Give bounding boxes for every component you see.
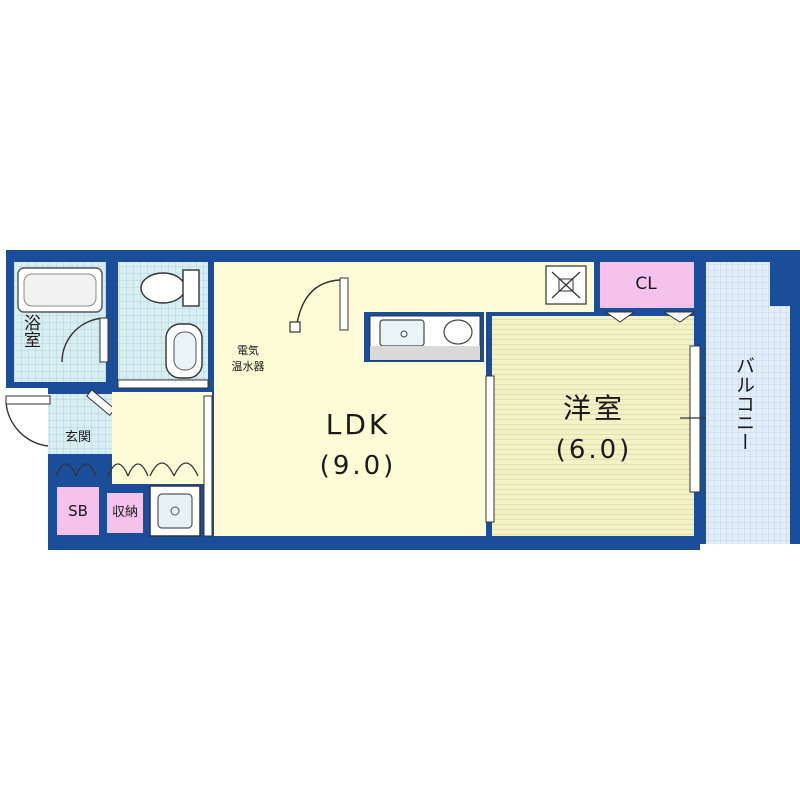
balcony <box>706 262 790 548</box>
washroom-partition <box>117 379 209 389</box>
ldk-name-label: LDK <box>326 408 391 441</box>
western-size-label: (6.0) <box>556 435 633 465</box>
balcony-label: バルコニー <box>733 356 755 451</box>
storage-label: 収納 <box>112 505 138 520</box>
corridor-floor <box>112 392 212 484</box>
shoe-box <box>55 485 101 537</box>
bath-label: 浴室 <box>20 314 41 348</box>
storage <box>105 491 145 535</box>
stove <box>443 319 473 345</box>
entrance-label: 玄関 <box>65 430 91 445</box>
outer-wall-cut-left <box>0 388 48 558</box>
shoe-box-label: SB <box>68 502 88 520</box>
toilet-bowl <box>140 272 186 304</box>
water-heater-label-line1: 電気 <box>237 343 259 357</box>
closet-label: CL <box>635 274 657 294</box>
sink <box>379 319 425 347</box>
western-floor <box>492 316 694 536</box>
western-name-label: 洋室 <box>563 392 625 425</box>
western-sliding-door <box>485 375 495 523</box>
folding-doors <box>55 462 199 477</box>
ldk-door <box>339 277 349 331</box>
water-heater-label-line2: 温水器 <box>232 360 265 373</box>
closet <box>600 262 694 308</box>
bath-door <box>99 317 109 363</box>
ldk-size-label: (9.0) <box>320 451 397 481</box>
